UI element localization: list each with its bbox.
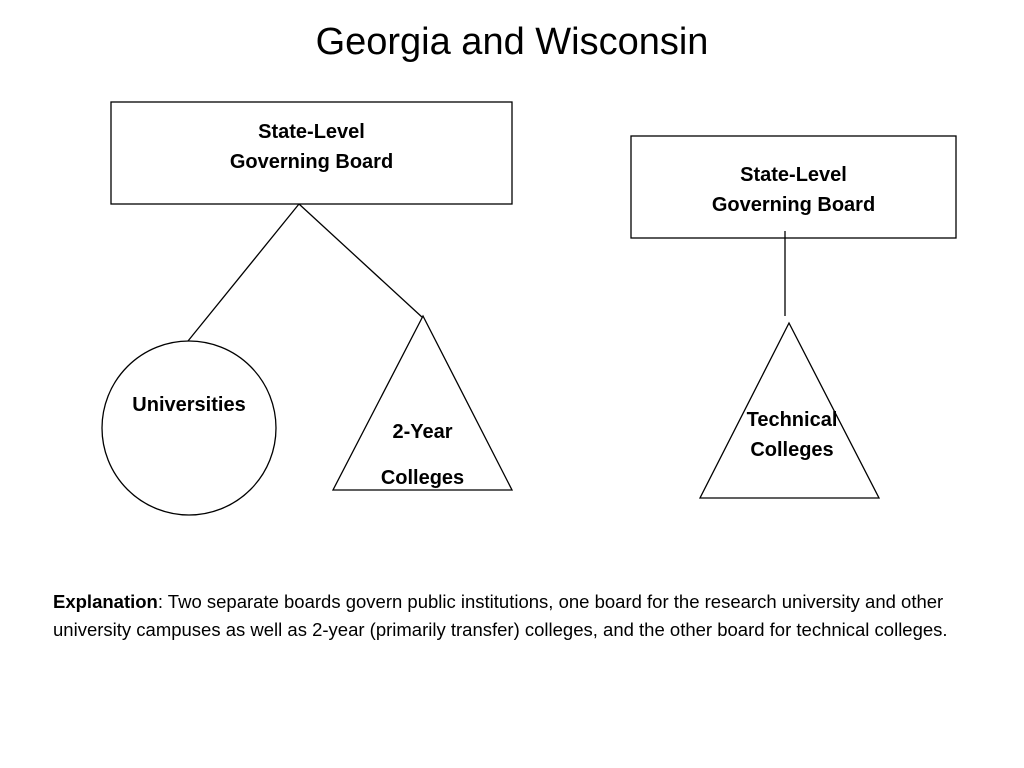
technical-colleges-label-line2: Colleges bbox=[750, 439, 834, 461]
explanation-separator: : bbox=[157, 591, 163, 612]
left-board-box bbox=[110, 101, 513, 205]
left-board-label-line1: State-Level bbox=[258, 121, 365, 143]
technical-colleges-label-line1: Technical bbox=[746, 409, 838, 431]
technical-colleges-triangle bbox=[698, 321, 881, 499]
left-board-label: State-Level Governing Board bbox=[111, 117, 512, 177]
universities-circle bbox=[101, 340, 277, 516]
left-board-label-line2: Governing Board bbox=[229, 151, 394, 173]
two-year-colleges-label-line1: 2-Year bbox=[392, 421, 453, 443]
slide-title: Georgia and Wisconsin bbox=[315, 21, 709, 63]
two-year-colleges-label: 2-Year Colleges bbox=[333, 409, 512, 501]
universities-label: Universities bbox=[102, 390, 276, 420]
right-board-box bbox=[630, 135, 957, 239]
technical-colleges-label: Technical Colleges bbox=[700, 405, 884, 465]
explanation-text: Two separate boards govern public instit… bbox=[53, 591, 948, 640]
two-year-colleges-label-line2: Colleges bbox=[380, 467, 465, 489]
left-connector-two-year bbox=[298, 203, 424, 319]
right-board-label-line1: State-Level bbox=[740, 164, 847, 186]
right-board-label-line2: Governing Board bbox=[711, 194, 876, 216]
two-year-colleges-triangle bbox=[331, 314, 514, 491]
universities-label-text: Universities bbox=[132, 394, 246, 416]
right-board-label: State-Level Governing Board bbox=[631, 160, 956, 220]
left-connector-universities bbox=[187, 203, 300, 342]
explanation-paragraph: Explanation: Two separate boards govern … bbox=[53, 588, 973, 644]
explanation-heading: Explanation bbox=[53, 591, 158, 612]
